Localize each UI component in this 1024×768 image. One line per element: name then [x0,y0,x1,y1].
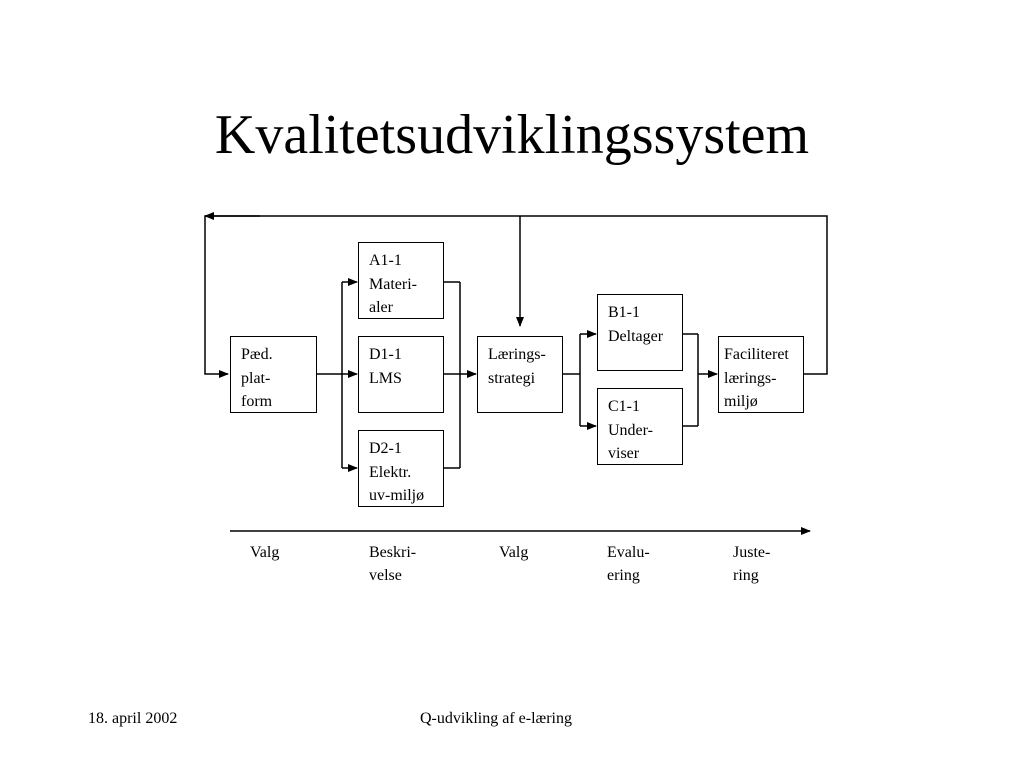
box-label: plat- [241,369,271,387]
box-label: viser [608,445,640,462]
box-label: uv-miljø [369,487,425,504]
stage-text: velse [369,567,402,584]
footer-title: Q-udvikling af e-læring [420,710,572,727]
stage-label-valg-2: Valg [499,541,528,564]
box-laerings-strategi: Lærings- strategi [477,336,563,413]
box-label: C1-1 [608,398,640,415]
stage-label-evaluering: Evalu- ering [607,541,650,587]
box-label: Elektr. [369,463,412,481]
stage-text: Valg [250,544,280,561]
slide-title: Kvalitetsudviklingssystem [214,104,810,166]
stage-text: ring [733,567,759,584]
stage-text: Beskri- [369,544,417,561]
box-label: LMS [369,369,402,387]
box-label: form [241,393,273,410]
box-label: miljø [724,393,758,410]
box-label: D2-1 [369,440,402,457]
box-paed-platform: Pæd. plat- form [230,336,317,413]
box-d1-lms: D1-1 LMS [358,336,444,413]
box-label: D1-1 [369,346,402,363]
box-faciliteret-laeringsmiljo: Faciliteret lærings- miljø [718,336,804,413]
box-label: Materi- [369,275,417,293]
stage-label-justering: Juste- ring [733,541,770,587]
stage-label-beskrivelse: Beskri- velse [369,541,416,587]
box-label: lærings- [724,369,777,387]
box-label: strategi [488,369,536,387]
box-label: Deltager [608,327,664,345]
footer-date: 18. april 2002 [88,710,178,727]
box-a1-materialer: A1-1 Materi- aler [358,242,444,319]
box-d2-elektr-uv-miljo: D2-1 Elektr. uv-miljø [358,430,444,507]
stage-text: ering [607,567,640,584]
box-label: B1-1 [608,304,640,321]
box-label: Under- [608,421,653,439]
box-label: aler [369,299,393,316]
box-label: A1-1 [369,252,402,269]
feedback-loop-line [204,215,828,378]
stage-text: Juste- [733,544,771,561]
stage-label-valg-1: Valg [250,541,279,564]
box-b1-deltager: B1-1 Deltager [597,294,683,371]
stage-text: Valg [499,544,529,561]
box-label: Lærings- [488,346,546,363]
box-label: Pæd. [241,346,273,363]
stage-text: Evalu- [607,544,650,561]
box-c1-underviser: C1-1 Under- viser [597,388,683,465]
box-label: Faciliteret [724,346,789,363]
